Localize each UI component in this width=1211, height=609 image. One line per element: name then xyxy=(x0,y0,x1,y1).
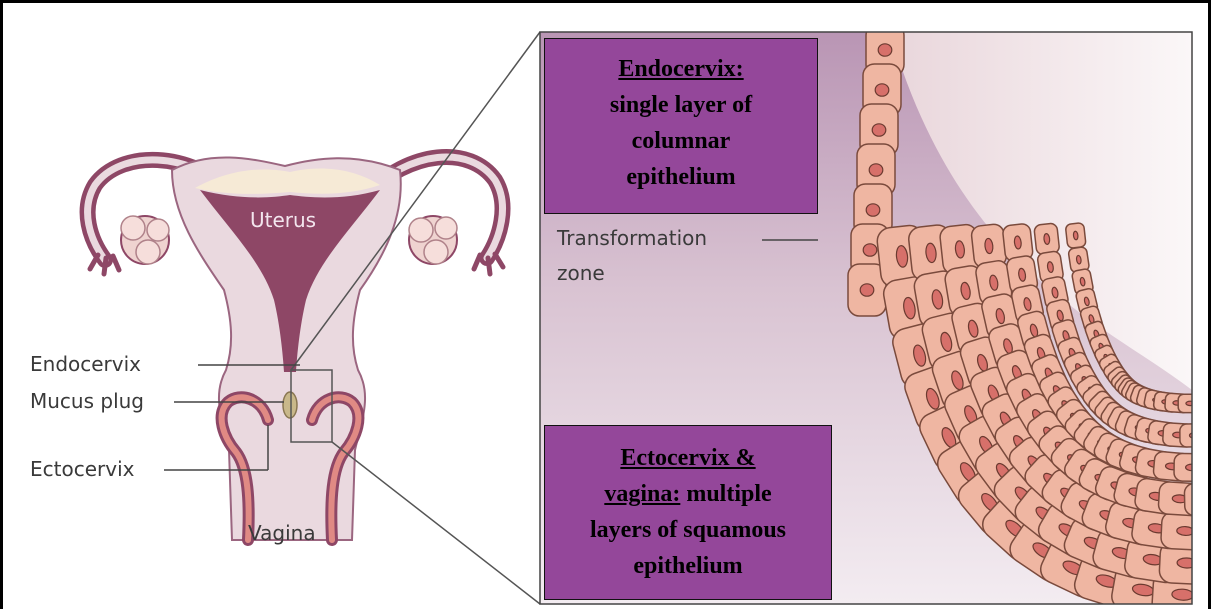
ectocervix-callout-line2: vagina: multiple xyxy=(545,476,831,512)
ectocervix-callout-line3: layers of squamous xyxy=(545,512,831,548)
epithelial-cell xyxy=(1178,394,1202,412)
epithelial-cell xyxy=(1161,511,1211,550)
ectocervix-callout-title2: vagina: xyxy=(604,481,680,507)
endocervix-callout-title: Endocervix: xyxy=(545,51,817,87)
ectocervix-callout-line2-rest: multiple xyxy=(680,481,771,507)
left-ovary xyxy=(121,216,169,264)
transformation-zone-label-line2: zone xyxy=(557,263,605,283)
endocervix-callout-line1: single layer of xyxy=(545,87,817,123)
uterus-label: Uterus xyxy=(250,210,316,230)
right-ovary xyxy=(409,216,457,264)
mucus-plug xyxy=(283,392,297,418)
epithelial-cell xyxy=(1180,424,1210,447)
ectocervix-callout-title1: Ectocervix & xyxy=(545,440,831,476)
epithelial-cell xyxy=(1034,223,1060,255)
endocervix-label: Endocervix xyxy=(30,354,141,374)
endocervix-callout: Endocervix: single layer of columnar epi… xyxy=(544,38,818,214)
ectocervix-callout: Ectocervix & vagina: multiple layers of … xyxy=(544,425,832,600)
ectocervix-callout-line4: epithelium xyxy=(545,548,831,584)
epithelial-cell xyxy=(1184,483,1211,516)
endocervix-callout-line3: epithelium xyxy=(545,159,817,195)
epithelial-cell xyxy=(1065,223,1086,249)
vagina-label: Vagina xyxy=(248,523,316,543)
mucus-plug-label: Mucus plug xyxy=(30,391,144,411)
epithelial-cell xyxy=(1158,481,1202,516)
transformation-zone-label-line1: Transformation xyxy=(557,228,707,248)
uterus-anatomy xyxy=(88,32,540,604)
endocervix-callout-line2: columnar xyxy=(545,123,817,159)
ectocervix-label: Ectocervix xyxy=(30,459,134,479)
